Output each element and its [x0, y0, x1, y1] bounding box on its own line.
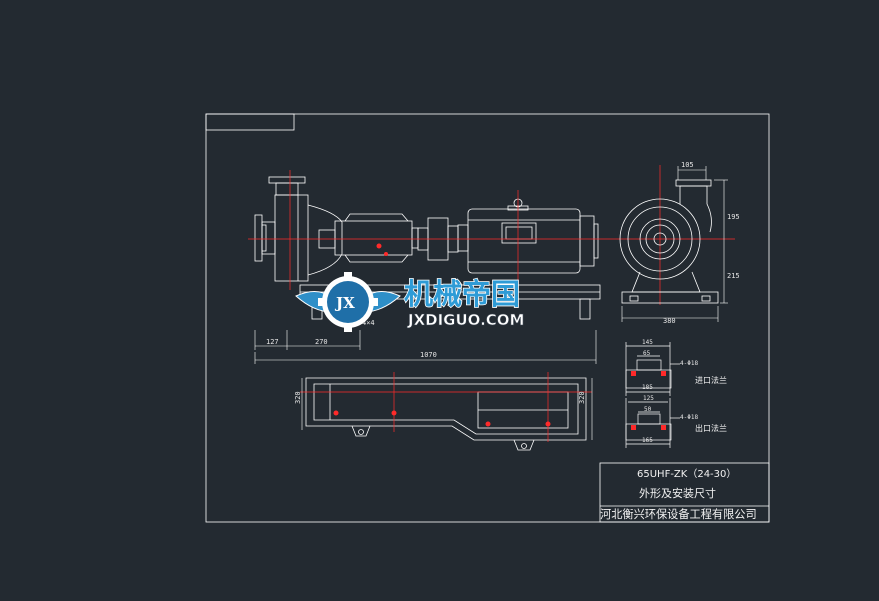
title-company: 河北衡兴环保设备工程有限公司	[600, 507, 757, 521]
dim-1070: 1070	[420, 351, 437, 359]
outlet-flange-base: 165	[642, 437, 653, 444]
pump-side-view	[254, 176, 601, 320]
watermark-logo: JX 机械帝国 JXDIGUO.COM	[295, 272, 525, 332]
base-plan-view	[305, 377, 587, 451]
base-plan-holes	[333, 410, 551, 427]
dim-380: 380	[663, 317, 676, 325]
dim-320-left: 320	[294, 391, 302, 404]
dim-127: 127	[266, 338, 279, 346]
title-drawing-name: 外形及安装尺寸	[639, 486, 716, 500]
dim-195: 195	[727, 213, 740, 221]
outlet-flange-hole	[661, 425, 666, 430]
side-view-holes	[376, 243, 388, 256]
outlet-flange-hole	[631, 425, 636, 430]
inlet-flange-label: 进口法兰	[695, 375, 727, 385]
brand-chinese: 机械帝国	[404, 277, 520, 311]
pump-front-view	[619, 179, 719, 304]
side-view-dimensions	[254, 330, 597, 364]
base-plan-centerlines	[300, 372, 592, 442]
dim-105: 105	[681, 161, 694, 169]
base-plan-dimensions	[301, 378, 593, 440]
outlet-flange-outer: 125	[643, 395, 654, 402]
inlet-flange-detail	[625, 342, 680, 396]
title-model: 65UHF-ZK（24-30）	[637, 468, 736, 480]
brand-url: JXDIGUO.COM	[407, 311, 524, 329]
inlet-flange-hole	[661, 371, 666, 376]
dim-270: 270	[315, 338, 328, 346]
inlet-flange-hole	[631, 371, 636, 376]
front-view-dimensions	[621, 166, 728, 322]
dim-bolt-note: 4×4	[362, 319, 375, 327]
dim-215: 215	[727, 272, 740, 280]
outlet-flange-inner: 50	[644, 406, 652, 413]
outlet-flange-hole-note: 4-Φ18	[680, 414, 698, 421]
title-block	[599, 462, 770, 523]
drawing-frame	[205, 113, 770, 523]
inlet-flange-inner: 65	[643, 350, 651, 357]
logo-emblem-text: JX	[334, 294, 355, 312]
dim-320-right: 320	[578, 391, 586, 404]
outlet-flange-detail	[625, 398, 680, 448]
outlet-flange-label: 出口法兰	[695, 423, 727, 433]
inlet-flange-hole-note: 4-Φ18	[680, 360, 698, 367]
inlet-flange-outer: 145	[642, 339, 653, 346]
inlet-flange-base: 185	[642, 384, 653, 391]
